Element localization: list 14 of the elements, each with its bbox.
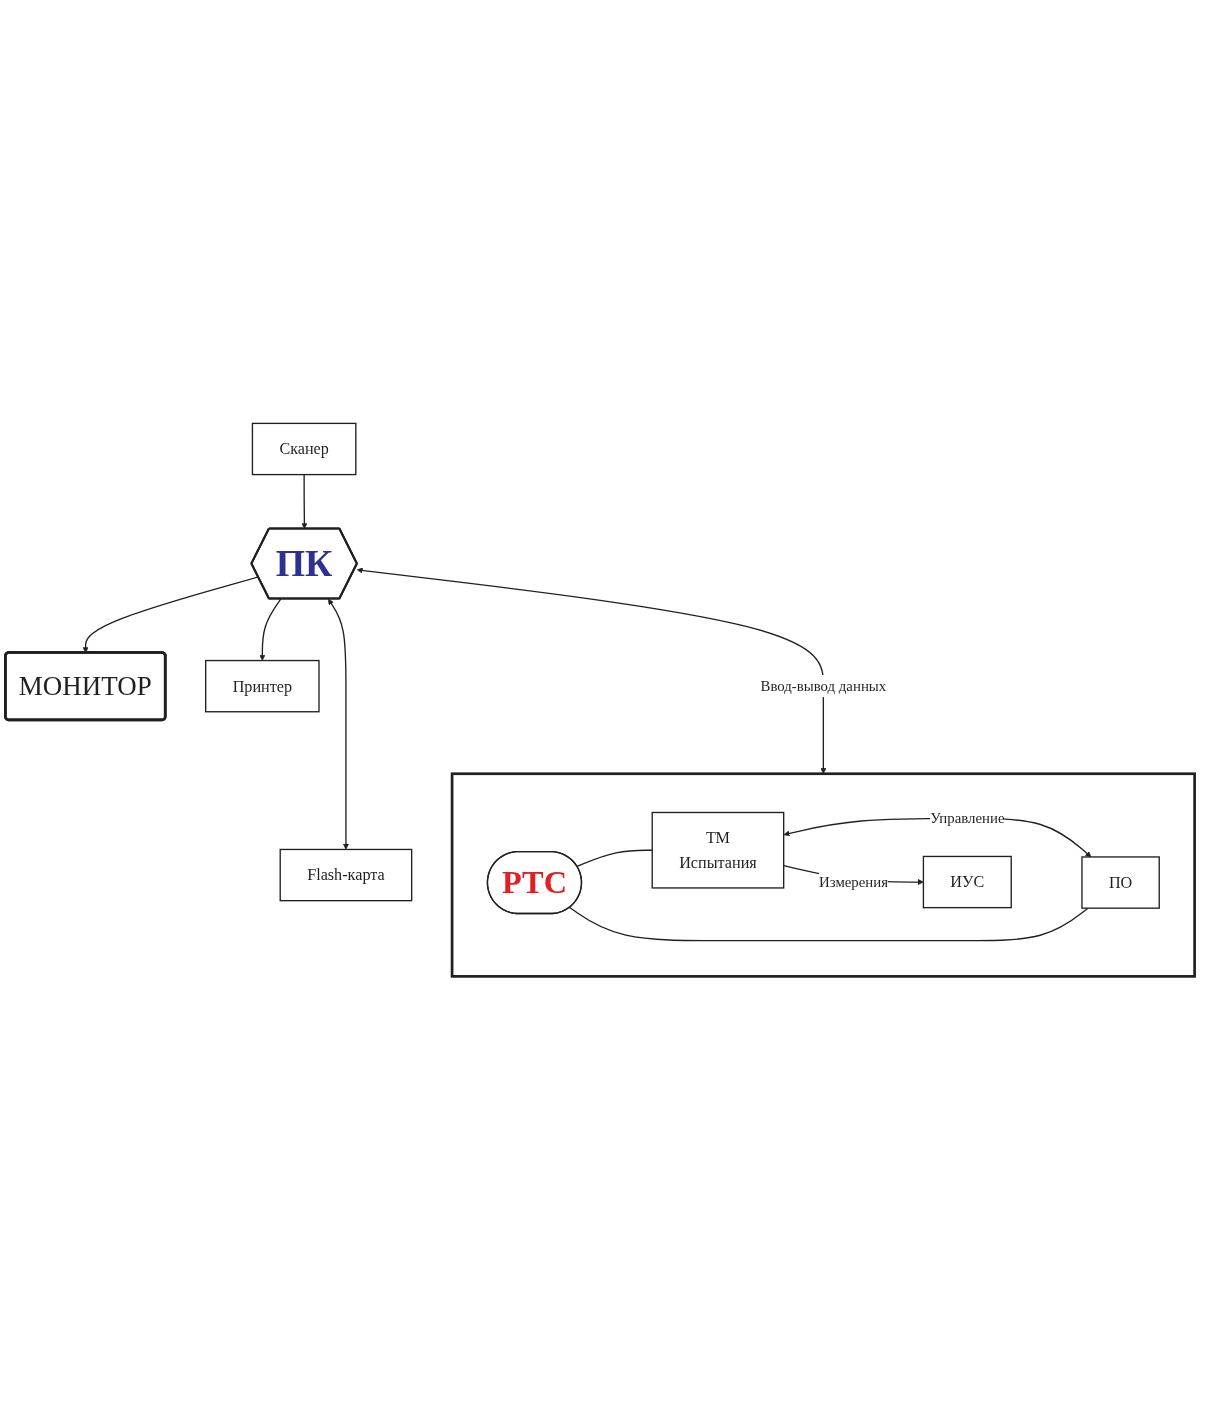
edge-label: Измерения: [819, 873, 889, 891]
node-box: ТМ Испытания: [651, 811, 785, 889]
edge-label: Управление: [930, 810, 1005, 827]
node-box: Flash-карта: [279, 848, 413, 902]
node-box: ИУС: [922, 855, 1012, 909]
arrow: [328, 598, 349, 850]
node-box: ПО: [1081, 856, 1160, 909]
connector: [576, 849, 653, 868]
connector: [569, 906, 1089, 942]
node-box: Принтер: [205, 660, 320, 713]
arrow: [259, 598, 282, 661]
node-box: Сканер: [251, 422, 357, 476]
cluster: [450, 772, 1196, 978]
edge-label: Ввод-вывод данных: [760, 677, 887, 695]
